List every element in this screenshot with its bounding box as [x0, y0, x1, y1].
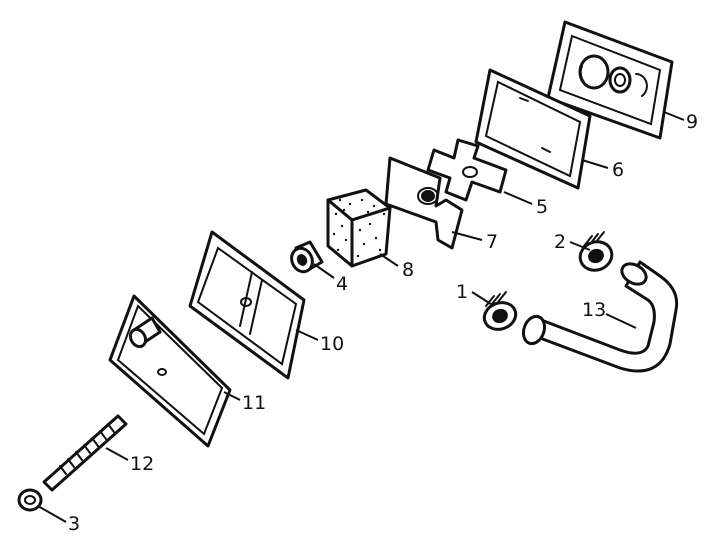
leader-8 [379, 253, 399, 267]
part-8-filter-block [326, 188, 392, 268]
callout-labels: 1 2 3 4 5 6 7 8 9 10 11 12 13 [68, 111, 698, 535]
part-2-hose-clamp [578, 231, 614, 272]
part-7-valve-plate [384, 156, 464, 250]
leader-3 [37, 505, 67, 523]
leader-11 [223, 391, 241, 401]
leader-9 [663, 111, 685, 121]
callout-11: 11 [242, 392, 266, 414]
part-1-hose-clamp [482, 291, 518, 331]
callout-6: 6 [612, 159, 624, 181]
part-10-divided-gasket [188, 230, 306, 380]
callout-10: 10 [320, 333, 344, 355]
part-13-bent-hose [521, 260, 679, 373]
callout-4: 4 [336, 273, 348, 295]
leader-5 [503, 191, 533, 205]
callout-9: 9 [686, 111, 698, 133]
callout-2: 2 [554, 231, 566, 253]
callout-1: 1 [456, 281, 468, 303]
part-11-base-plate [108, 294, 232, 448]
callout-8: 8 [402, 259, 414, 281]
part-9-cover-plate [546, 20, 674, 140]
leader-2 [569, 241, 591, 251]
leader-10 [295, 329, 319, 341]
part-6-gasket [474, 68, 592, 190]
leader-12 [105, 447, 129, 461]
callout-7: 7 [486, 231, 498, 253]
callout-5: 5 [536, 196, 548, 218]
leader-7 [451, 231, 483, 241]
part-5-cross-seal [426, 138, 508, 202]
part-4-sleeve [290, 240, 324, 274]
leader-13 [605, 313, 637, 329]
callout-12: 12 [130, 453, 154, 475]
part-12-threaded-bolt [42, 414, 128, 492]
callout-3: 3 [68, 513, 80, 535]
leader-lines [37, 111, 685, 523]
leader-4 [313, 263, 335, 279]
leader-1 [471, 291, 495, 307]
part-3-nut [17, 488, 43, 512]
callout-13: 13 [582, 299, 606, 321]
leader-6 [581, 159, 609, 169]
